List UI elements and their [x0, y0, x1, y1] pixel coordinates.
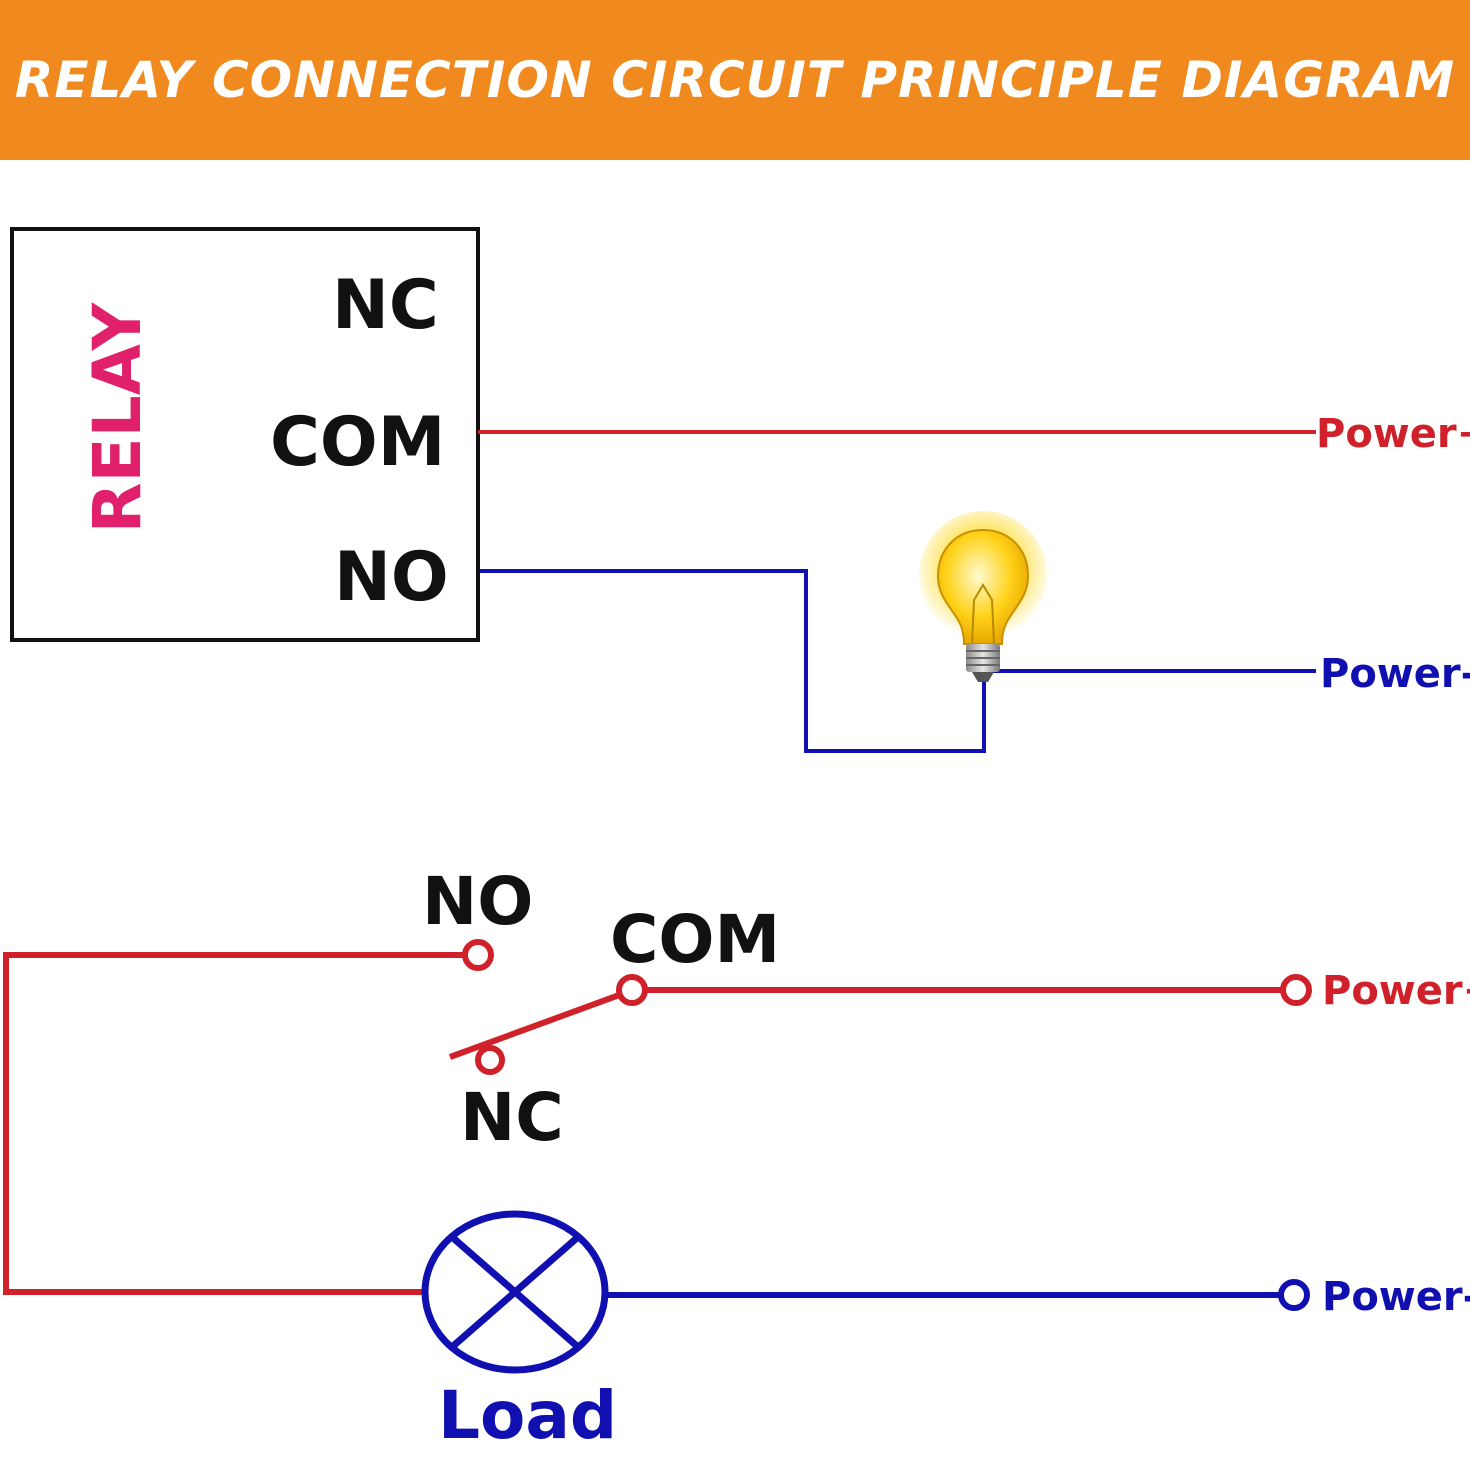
- top-power-plus-label: Power+: [1316, 411, 1470, 457]
- relay-terminal-nc: NC: [332, 266, 439, 345]
- title-banner: RELAY CONNECTION CIRCUIT PRINCIPLE DIAGR…: [0, 0, 1470, 160]
- no-to-bulb-wire: [480, 569, 986, 753]
- bottom-power-plus-label: Power+: [1322, 968, 1470, 1014]
- no-to-load-wire: [3, 952, 467, 1295]
- page-title: RELAY CONNECTION CIRCUIT PRINCIPLE DIAGR…: [14, 51, 1456, 109]
- relay-box: [10, 227, 480, 642]
- light-bulb-icon: [919, 511, 1047, 682]
- lamp-symbol-icon: [421, 1210, 609, 1374]
- bottom-terminal-no: NO: [422, 863, 533, 940]
- switch-lever: [448, 991, 624, 1060]
- bottom-terminal-nc: NC: [460, 1079, 564, 1156]
- bottom-power-minus-label: Power-: [1322, 1274, 1470, 1320]
- top-diagram: RELAY NC COM NO Power+ Power-: [10, 227, 1470, 753]
- relay-terminal-com: COM: [270, 403, 445, 482]
- top-power-minus-label: Power-: [1320, 651, 1470, 697]
- power-plus-terminal: [1280, 974, 1312, 1006]
- no-terminal: [462, 939, 494, 971]
- bottom-diagram: NO COM NC Power+ Power- Load: [3, 863, 1470, 1454]
- bottom-terminal-com: COM: [610, 901, 780, 978]
- com-terminal: [616, 974, 648, 1006]
- relay-label: RELAY: [79, 302, 156, 534]
- nc-terminal: [475, 1045, 505, 1075]
- load-label: Load: [438, 1377, 617, 1454]
- power-minus-terminal: [1278, 1279, 1310, 1311]
- bulb-power-minus-wire: [982, 669, 1316, 678]
- relay-terminal-no: NO: [334, 538, 449, 617]
